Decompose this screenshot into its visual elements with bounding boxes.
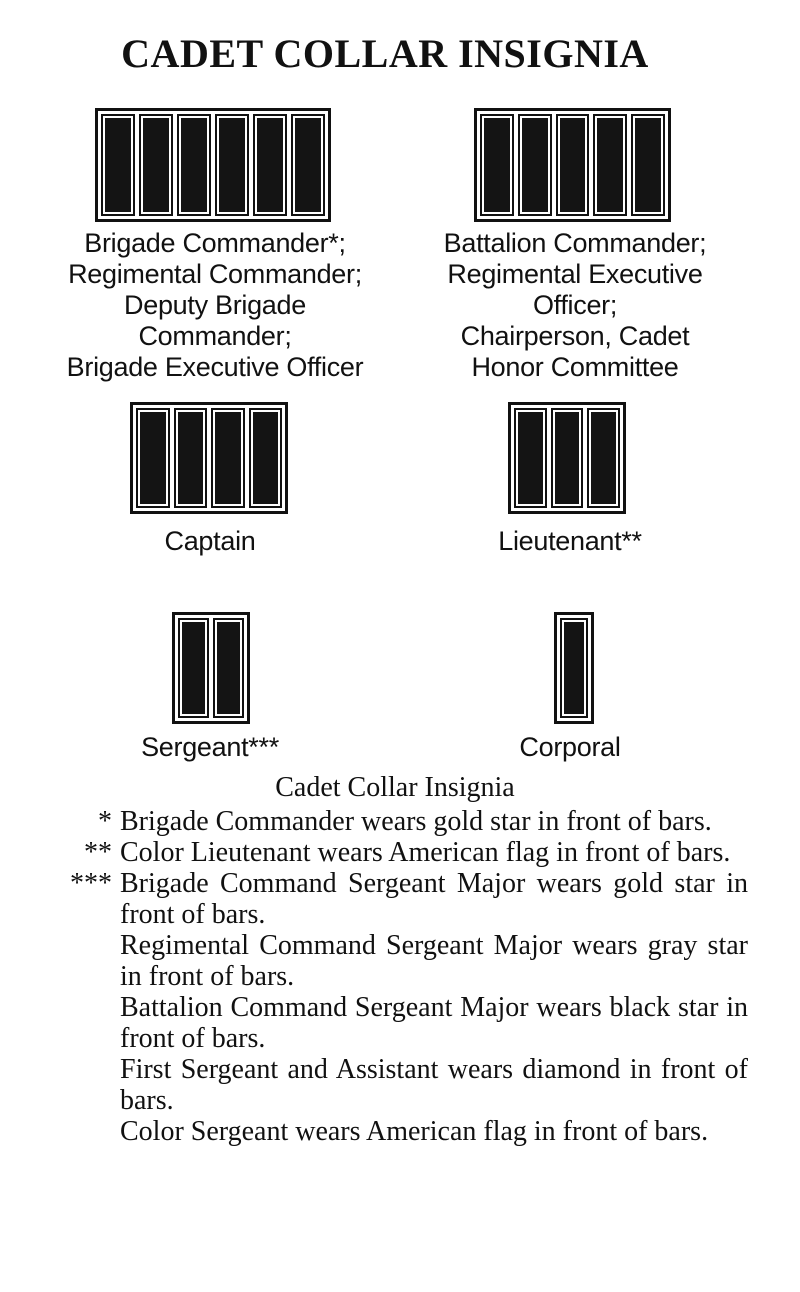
- footnote-text: Brigade Command Sergeant Major wears gol…: [120, 868, 748, 930]
- insignia-bar: [248, 408, 282, 508]
- caption-line: Chairperson, Cadet: [460, 321, 690, 351]
- caption-line: Captain: [164, 526, 256, 556]
- footnote-text: First Sergeant and Assistant wears diamo…: [120, 1054, 748, 1116]
- caption-line: Lieutenant**: [498, 526, 642, 556]
- insignia-bar: [215, 114, 249, 216]
- caption-line: Regimental Executive: [447, 259, 703, 289]
- caption-brigade-commander: Brigade Commander*;Regimental Commander;…: [30, 228, 400, 383]
- footnotes: * Brigade Commander wears gold star in fr…: [48, 806, 748, 1147]
- insignia-bar: [178, 618, 209, 718]
- insignia-4-bars: [130, 402, 288, 514]
- caption-line: Brigade Executive Officer: [66, 352, 364, 382]
- insignia-bar: [211, 408, 245, 508]
- insignia-bar: [136, 408, 170, 508]
- caption-line: Regimental Commander;: [68, 259, 362, 289]
- footnote-text: Color Sergeant wears American flag in fr…: [120, 1116, 709, 1147]
- insignia-bar: [213, 618, 244, 718]
- insignia-bar: [587, 408, 621, 508]
- footnote: ** Color Lieutenant wears American flag i…: [48, 837, 748, 868]
- footnote-text: Regimental Command Sergeant Major wears …: [120, 930, 748, 992]
- insignia-bar: [139, 114, 173, 216]
- insignia-2-bars: [172, 612, 250, 724]
- insignia-bar: [253, 114, 287, 216]
- insignia-bar: [560, 618, 588, 718]
- caption-sergeant: Sergeant***: [60, 732, 360, 763]
- insignia-bar: [480, 114, 514, 216]
- caption-line: Commander;: [138, 321, 292, 351]
- insignia-bar: [631, 114, 665, 216]
- insignia-bar: [514, 408, 547, 508]
- insignia-bar: [177, 114, 211, 216]
- footnote-marker: **: [84, 837, 112, 868]
- footnote: * Brigade Commander wears gold star in fr…: [48, 806, 748, 837]
- insignia-6-bars: [95, 108, 331, 222]
- caption-line: Officer;: [532, 290, 618, 320]
- footnote-marker: *: [98, 806, 112, 837]
- caption-line: Brigade Commander*;: [84, 228, 346, 258]
- insignia-bar: [173, 408, 207, 508]
- insignia-5-bars: [474, 108, 671, 222]
- footnote-marker: ***: [70, 868, 112, 899]
- insignia-bar: [550, 408, 584, 508]
- caption-captain: Captain: [60, 526, 360, 557]
- caption-battalion-commander: Battalion Commander;Regimental Executive…: [390, 228, 760, 383]
- caption-line: Corporal: [519, 732, 621, 762]
- page-title: CADET COLLAR INSIGNIA: [121, 31, 649, 76]
- insignia-bar: [593, 114, 628, 216]
- insignia-bar: [101, 114, 135, 216]
- caption-corporal: Corporal: [420, 732, 720, 763]
- insignia-3-bars: [508, 402, 626, 514]
- caption-line: Honor Committee: [471, 352, 679, 382]
- caption-lieutenant: Lieutenant**: [420, 526, 720, 557]
- footnote-text: Brigade Commander wears gold star in fro…: [120, 806, 712, 837]
- footnote: *** Brigade Command Sergeant Major wears …: [48, 868, 748, 1147]
- insignia-1-bar: [554, 612, 594, 724]
- caption-line: Deputy Brigade: [124, 290, 306, 320]
- insignia-bar: [555, 114, 590, 216]
- caption-line: Battalion Commander;: [443, 228, 707, 258]
- footnote-text: Battalion Command Sergeant Major wears b…: [120, 992, 748, 1054]
- figure-caption: Cadet Collar Insignia: [275, 772, 515, 803]
- insignia-bar: [291, 114, 325, 216]
- footnote-text: Color Lieutenant wears American flag in …: [120, 837, 731, 868]
- caption-line: Sergeant***: [141, 732, 279, 762]
- insignia-bar: [517, 114, 552, 216]
